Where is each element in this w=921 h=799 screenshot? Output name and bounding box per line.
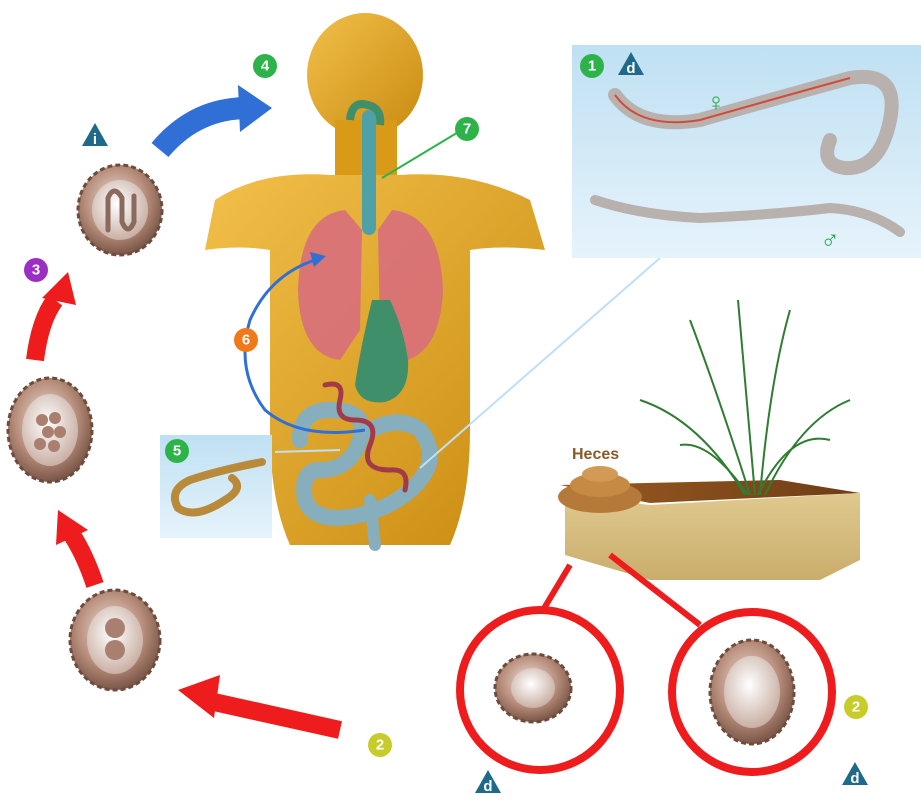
badge-step-5: 5 bbox=[165, 439, 189, 463]
soil-front bbox=[650, 493, 860, 580]
male-symbol: ♂ bbox=[820, 225, 840, 255]
egg-two-cell-stage bbox=[70, 590, 160, 690]
marker-label: d bbox=[850, 770, 859, 787]
rectum bbox=[370, 500, 375, 545]
marker-label: d bbox=[483, 778, 492, 794]
badge-label: 1 bbox=[588, 58, 596, 75]
arrow-head-ingestion bbox=[238, 85, 272, 132]
stage-marker-d-bottom-left: d bbox=[475, 770, 501, 794]
arrow-egg4-to-egg3 bbox=[72, 535, 95, 585]
feces-label: Heces bbox=[572, 446, 619, 463]
adult-worms-panel bbox=[572, 45, 921, 258]
badge-step-2a: 2 bbox=[368, 733, 392, 757]
arrow-egg3-to-egg2 bbox=[35, 300, 55, 360]
badge-step-4: 4 bbox=[253, 54, 277, 78]
badge-label: 2 bbox=[376, 737, 384, 754]
egg-morula-stage bbox=[8, 378, 92, 482]
marker-label: i bbox=[93, 131, 97, 148]
arrow-head-soil-to-egg bbox=[178, 675, 220, 718]
badge-label: 4 bbox=[261, 58, 270, 75]
marker-label: d bbox=[626, 60, 635, 77]
trachea bbox=[362, 110, 376, 235]
unfertilized-egg-zoom bbox=[460, 565, 620, 770]
badge-step-7: 7 bbox=[455, 117, 479, 141]
badge-step-1: 1 bbox=[580, 54, 604, 78]
badge-label: 6 bbox=[242, 332, 250, 349]
stage-marker-d-bottom-right: d bbox=[842, 762, 868, 787]
soil-scene bbox=[558, 300, 860, 580]
badge-label: 5 bbox=[173, 443, 181, 460]
arrow-soil-to-egg bbox=[205, 700, 340, 730]
badge-label: 2 bbox=[852, 699, 860, 716]
arrow-ingestion bbox=[160, 108, 248, 150]
grass-plant bbox=[640, 300, 850, 495]
badge-label: 3 bbox=[32, 262, 40, 279]
egg-larva-stage bbox=[78, 165, 162, 255]
female-symbol: ♀ bbox=[706, 87, 726, 117]
fertilized-egg-zoom bbox=[610, 555, 832, 772]
badge-label: 7 bbox=[463, 121, 471, 138]
badge-step-3: 3 bbox=[24, 258, 48, 282]
badge-step-2b: 2 bbox=[844, 695, 868, 719]
badge-step-6: 6 bbox=[234, 328, 258, 352]
stage-marker-i: i bbox=[82, 123, 108, 148]
